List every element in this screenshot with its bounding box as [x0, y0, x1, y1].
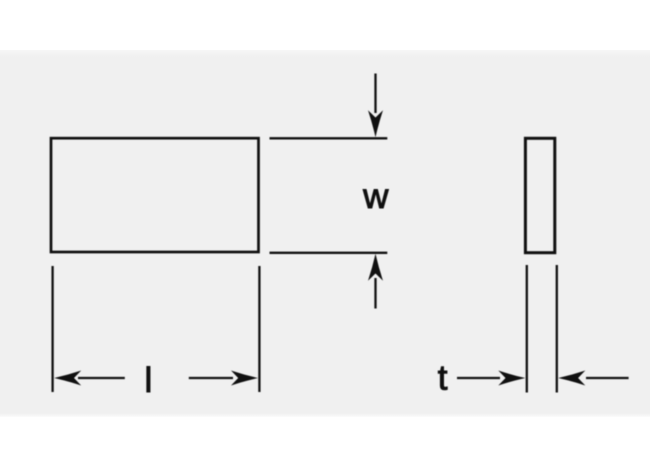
svg-text:w: w [362, 177, 389, 216]
svg-text:t: t [438, 359, 448, 398]
svg-text:l: l [145, 361, 153, 400]
